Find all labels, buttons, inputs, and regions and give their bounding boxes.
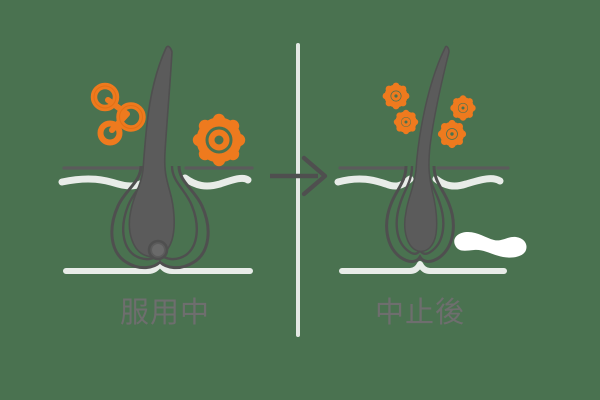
ring-icon bbox=[437, 119, 467, 149]
follicle-sheath-right bbox=[385, 165, 455, 263]
ring-icon bbox=[382, 82, 410, 110]
follicle-sheath-left bbox=[110, 165, 210, 270]
panel-right-label: 中止後 bbox=[374, 295, 465, 329]
arrow-right-icon bbox=[270, 155, 328, 197]
ring-icon bbox=[450, 95, 476, 121]
fat-deposit-icon bbox=[454, 232, 527, 258]
hair-shaft-bulb-right bbox=[404, 45, 450, 253]
gear-icon bbox=[192, 113, 246, 167]
dermal-papilla-left-inner bbox=[152, 244, 164, 256]
dermis-wave-right bbox=[334, 175, 504, 190]
subcutaneous-line-right bbox=[339, 261, 507, 274]
ring-icon bbox=[393, 109, 419, 135]
panel-left-label: 服用中 bbox=[119, 295, 210, 329]
molecule-icon bbox=[90, 82, 146, 146]
